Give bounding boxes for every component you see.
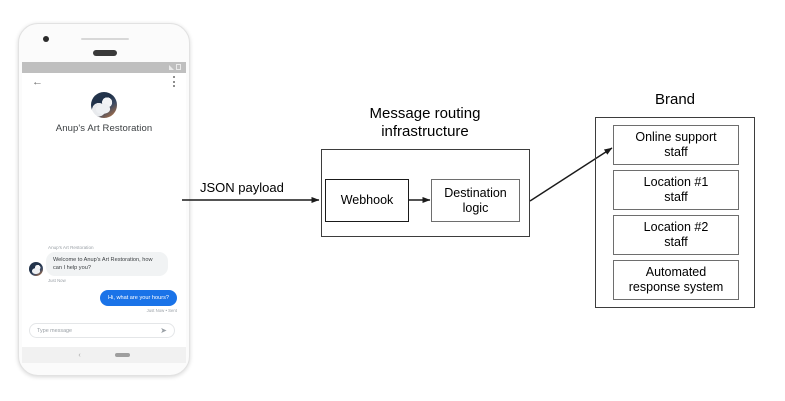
phone-mockup: ← Anup's Art Restoration Anup's Art Rest… [18, 23, 190, 376]
recipient-line1: Location #1 [643, 175, 709, 189]
routing-infrastructure-title: Message routing infrastructure [330, 105, 520, 142]
destination-logic-label: Destination logic [444, 186, 507, 216]
routing-title-line2: infrastructure [381, 123, 469, 141]
phone-screen: ← Anup's Art Restoration Anup's Art Rest… [22, 62, 186, 347]
recipient-line2: staff [664, 235, 688, 249]
recipient-automated-response-system[interactable]: Automated response system [613, 260, 739, 300]
brand-avatar-image [91, 92, 117, 118]
recipient-line1: Location #2 [643, 220, 709, 234]
recipient-label: Online support staff [635, 130, 716, 160]
brand-title: Brand [654, 91, 696, 108]
overflow-menu-icon[interactable] [172, 76, 175, 87]
brand-container [595, 117, 755, 308]
sensor-line [81, 37, 129, 40]
webhook-box[interactable]: Webhook [325, 179, 409, 222]
recipient-location-1-staff[interactable]: Location #1 staff [613, 170, 739, 210]
recipient-label: Automated response system [629, 265, 723, 295]
recipient-label: Location #1 staff [644, 175, 709, 205]
signal-triangle-icon [169, 65, 174, 70]
nav-home-pill-icon[interactable] [114, 353, 130, 357]
recipient-line2: staff [664, 190, 688, 204]
status-bar-icons [169, 64, 181, 70]
chat-thread: Anup's Art Restoration Welcome to Anup's… [22, 245, 186, 313]
recipient-line2: response system [628, 280, 724, 294]
incoming-message-bubble: Welcome to Anup's Art Restoration, how c… [46, 251, 168, 276]
brand-name-label: Anup's Art Restoration [55, 123, 153, 134]
incoming-message-row: Welcome to Anup's Art Restoration, how c… [22, 251, 186, 276]
front-camera-icon [43, 36, 49, 42]
recipient-location-2-staff[interactable]: Location #2 staff [613, 215, 739, 255]
battery-icon [176, 64, 181, 70]
message-avatar [29, 261, 43, 276]
recipient-line1: Online support [635, 130, 717, 144]
recipient-line2: staff [664, 145, 688, 159]
outgoing-message-bubble: Hi, what are your hours? [100, 289, 177, 306]
incoming-message-timestamp: Just Now [48, 277, 66, 283]
outgoing-message-timestamp: Just Now • Sent [146, 308, 177, 313]
routing-title-line1: Message routing [369, 105, 481, 122]
recipient-online-support-staff[interactable]: Online support staff [613, 125, 739, 165]
message-sender-label: Anup's Art Restoration [48, 244, 94, 250]
recipient-label: Location #2 staff [644, 220, 709, 250]
brand-header: Anup's Art Restoration [22, 91, 186, 134]
status-bar [22, 62, 186, 73]
message-input-placeholder[interactable]: Type message [37, 327, 73, 334]
webhook-label: Webhook [340, 193, 394, 207]
nav-back-icon[interactable]: ‹ [78, 351, 81, 359]
destination-line2: logic [462, 200, 489, 215]
recipient-line1: Automated [645, 265, 707, 279]
message-composer[interactable]: Type message ➤ [29, 323, 175, 338]
app-bar: ← [22, 73, 186, 91]
destination-logic-box[interactable]: Destination logic [431, 179, 520, 222]
back-arrow-icon[interactable]: ← [32, 76, 43, 88]
earpiece-speaker [93, 50, 117, 56]
android-nav-bar: ‹ [22, 347, 186, 363]
routing-infrastructure-container [321, 149, 530, 237]
outgoing-message-row: Hi, what are your hours? [22, 289, 186, 306]
send-icon[interactable]: ➤ [160, 325, 167, 335]
json-payload-label: JSON payload [200, 180, 284, 195]
destination-line1: Destination [444, 185, 507, 200]
